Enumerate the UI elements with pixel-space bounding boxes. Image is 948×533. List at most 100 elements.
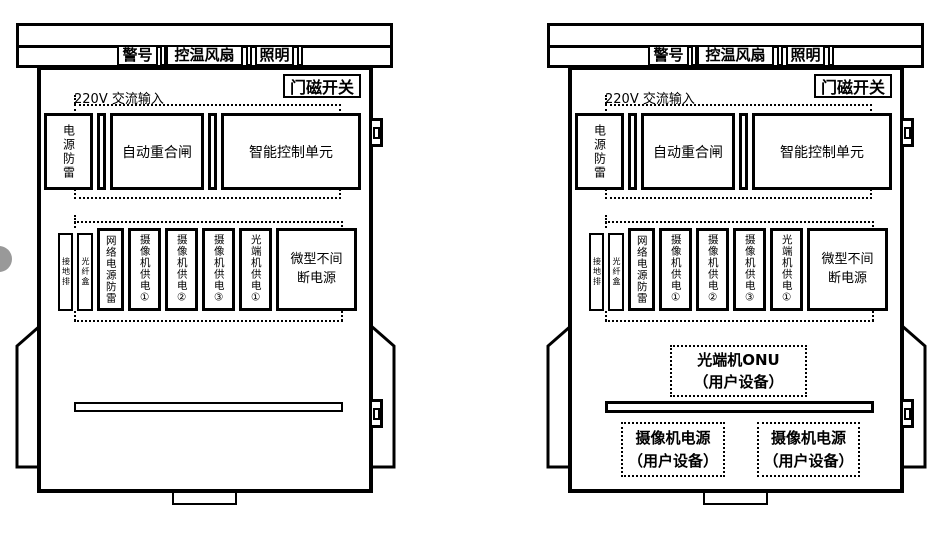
camera-power-3-box: 摄像机供电③	[202, 228, 235, 311]
ground-bar-label: 接地排	[592, 257, 602, 287]
onu-user-device-box: 光端机ONU （用户设备）	[670, 345, 807, 397]
control-unit-label: 智能控制单元	[780, 144, 864, 161]
ups-label-line1: 微型不间	[290, 251, 343, 267]
row2-dotted-tick	[74, 311, 76, 321]
hinge-top	[369, 118, 383, 147]
ac-dotted-tick	[605, 95, 607, 104]
camera-power-user-device-1-box: 摄像机电源 （用户设备）	[621, 422, 725, 477]
control-unit-box: 智能控制单元	[221, 113, 361, 190]
surge-protector-box: 电源防雷	[575, 113, 624, 190]
network-surge-box: 网络电源防雷	[97, 228, 124, 311]
row2-dotted-tick	[872, 311, 874, 321]
fiber-box: 光纤盒	[77, 233, 93, 311]
recloser-box: 自动重合闸	[110, 113, 204, 190]
optical-terminal-power-box: 光端机供电①	[770, 228, 803, 311]
cable-slot-bar	[605, 401, 874, 413]
cable-slot-bar	[74, 402, 343, 412]
optical-terminal-power-label: 光端机供电①	[249, 234, 262, 305]
camera-power-1-label: 摄像机供电①	[669, 234, 682, 305]
row2-dotted-top	[74, 221, 343, 223]
row2-dotted-tick	[872, 221, 874, 231]
fan-label: 控温风扇	[174, 46, 235, 64]
ups-label-line1: 微型不间	[821, 251, 874, 267]
mounting-bracket-left	[15, 323, 42, 469]
rail-spacer-box	[628, 113, 637, 190]
mounting-bracket-right	[369, 323, 396, 469]
device-row-2: 接地排 光纤盒 网络电源防雷 摄像机供电① 摄像机供电② 摄像机供电③ 光端机供…	[589, 228, 888, 311]
cabinet-right: 警号 控温风扇 照明 门磁开关 220V 交流输入 电源防雷 自动重合闸 智能控…	[531, 0, 931, 533]
optical-terminal-power-label: 光端机供电①	[780, 234, 793, 305]
device-row-1: 电源防雷 自动重合闸 智能控制单元	[44, 113, 361, 190]
ac-input-label: 220V 交流输入	[605, 92, 695, 107]
roof-spacer-box	[246, 45, 252, 66]
fan-label: 控温风扇	[705, 46, 766, 64]
light-label: 照明	[790, 46, 821, 64]
network-surge-label: 网络电源防雷	[104, 235, 117, 304]
ac-input-label: 220V 交流输入	[74, 92, 164, 107]
ups-label-line2: 断电源	[827, 270, 867, 286]
recloser-box: 自动重合闸	[641, 113, 735, 190]
hinge-bottom	[369, 399, 383, 428]
onu-label-line2: （用户设备）	[693, 373, 784, 391]
alarm-label: 警号	[122, 46, 153, 64]
mounting-bracket-left	[546, 323, 573, 469]
row2-dotted-tick	[341, 221, 343, 231]
control-unit-box: 智能控制单元	[752, 113, 892, 190]
roof-spacer-box	[297, 45, 303, 66]
recloser-label: 自动重合闸	[653, 144, 723, 161]
ac-dotted-tick	[74, 95, 76, 104]
roof-label-light: 照明	[255, 45, 294, 66]
ups-box: 微型不间 断电源	[276, 228, 357, 311]
ups-box: 微型不间 断电源	[807, 228, 888, 311]
ground-bar-box: 接地排	[589, 233, 604, 311]
door-sensor-label: 门磁开关	[289, 78, 354, 97]
recloser-label: 自动重合闸	[122, 144, 192, 161]
fiber-box: 光纤盒	[608, 233, 624, 311]
roof-spacer-box	[691, 45, 697, 66]
control-unit-label: 智能控制单元	[249, 144, 333, 161]
alarm-label: 警号	[653, 46, 684, 64]
hinge-pin	[372, 407, 380, 420]
row2-dotted-tick	[74, 215, 76, 228]
camera-power-user-1-line1: 摄像机电源	[635, 429, 711, 447]
hinge-top	[900, 118, 914, 147]
fiber-box-label: 光纤盒	[612, 257, 621, 287]
roof-label-alarm: 警号	[117, 45, 158, 66]
roof-spacer-box	[777, 45, 783, 66]
roof-label-alarm: 警号	[648, 45, 689, 66]
ups-label-line2: 断电源	[296, 270, 336, 286]
camera-power-1-label: 摄像机供电①	[138, 234, 151, 305]
roof-spacer-box	[160, 45, 166, 66]
roof-label-fan: 控温风扇	[166, 45, 243, 66]
camera-power-2-label: 摄像机供电②	[706, 234, 719, 305]
fiber-box-label: 光纤盒	[81, 257, 90, 287]
camera-power-user-2-line1: 摄像机电源	[770, 429, 846, 447]
watermark-bubble	[0, 246, 12, 272]
row2-dotted-top	[605, 221, 874, 223]
onu-label-line1: 光端机ONU	[697, 350, 780, 369]
camera-power-3-box: 摄像机供电③	[733, 228, 766, 311]
ground-bar-box: 接地排	[58, 233, 73, 311]
row2-dotted-tick	[605, 311, 607, 321]
camera-power-1-box: 摄像机供电①	[128, 228, 161, 311]
camera-power-1-box: 摄像机供电①	[659, 228, 692, 311]
hinge-bottom	[900, 399, 914, 428]
rail-spacer-box	[208, 113, 217, 190]
rail-spacer-box	[97, 113, 106, 190]
camera-power-2-box: 摄像机供电②	[696, 228, 729, 311]
camera-power-3-label: 摄像机供电③	[743, 234, 756, 305]
row2-dotted-bottom	[605, 320, 874, 322]
network-surge-box: 网络电源防雷	[628, 228, 655, 311]
row2-dotted-tick	[605, 215, 607, 228]
light-label: 照明	[259, 46, 290, 64]
camera-power-2-label: 摄像机供电②	[175, 234, 188, 305]
hinge-pin	[903, 126, 911, 139]
door-sensor-box: 门磁开关	[283, 74, 361, 98]
device-row-2: 接地排 光纤盒 网络电源防雷 摄像机供电① 摄像机供电② 摄像机供电③ 光端机供…	[58, 228, 357, 311]
cabinet-base-foot	[703, 493, 768, 505]
device-row-1: 电源防雷 自动重合闸 智能控制单元	[575, 113, 892, 190]
row2-dotted-tick	[341, 311, 343, 321]
ground-bar-label: 接地排	[61, 257, 71, 287]
network-surge-label: 网络电源防雷	[635, 235, 648, 304]
